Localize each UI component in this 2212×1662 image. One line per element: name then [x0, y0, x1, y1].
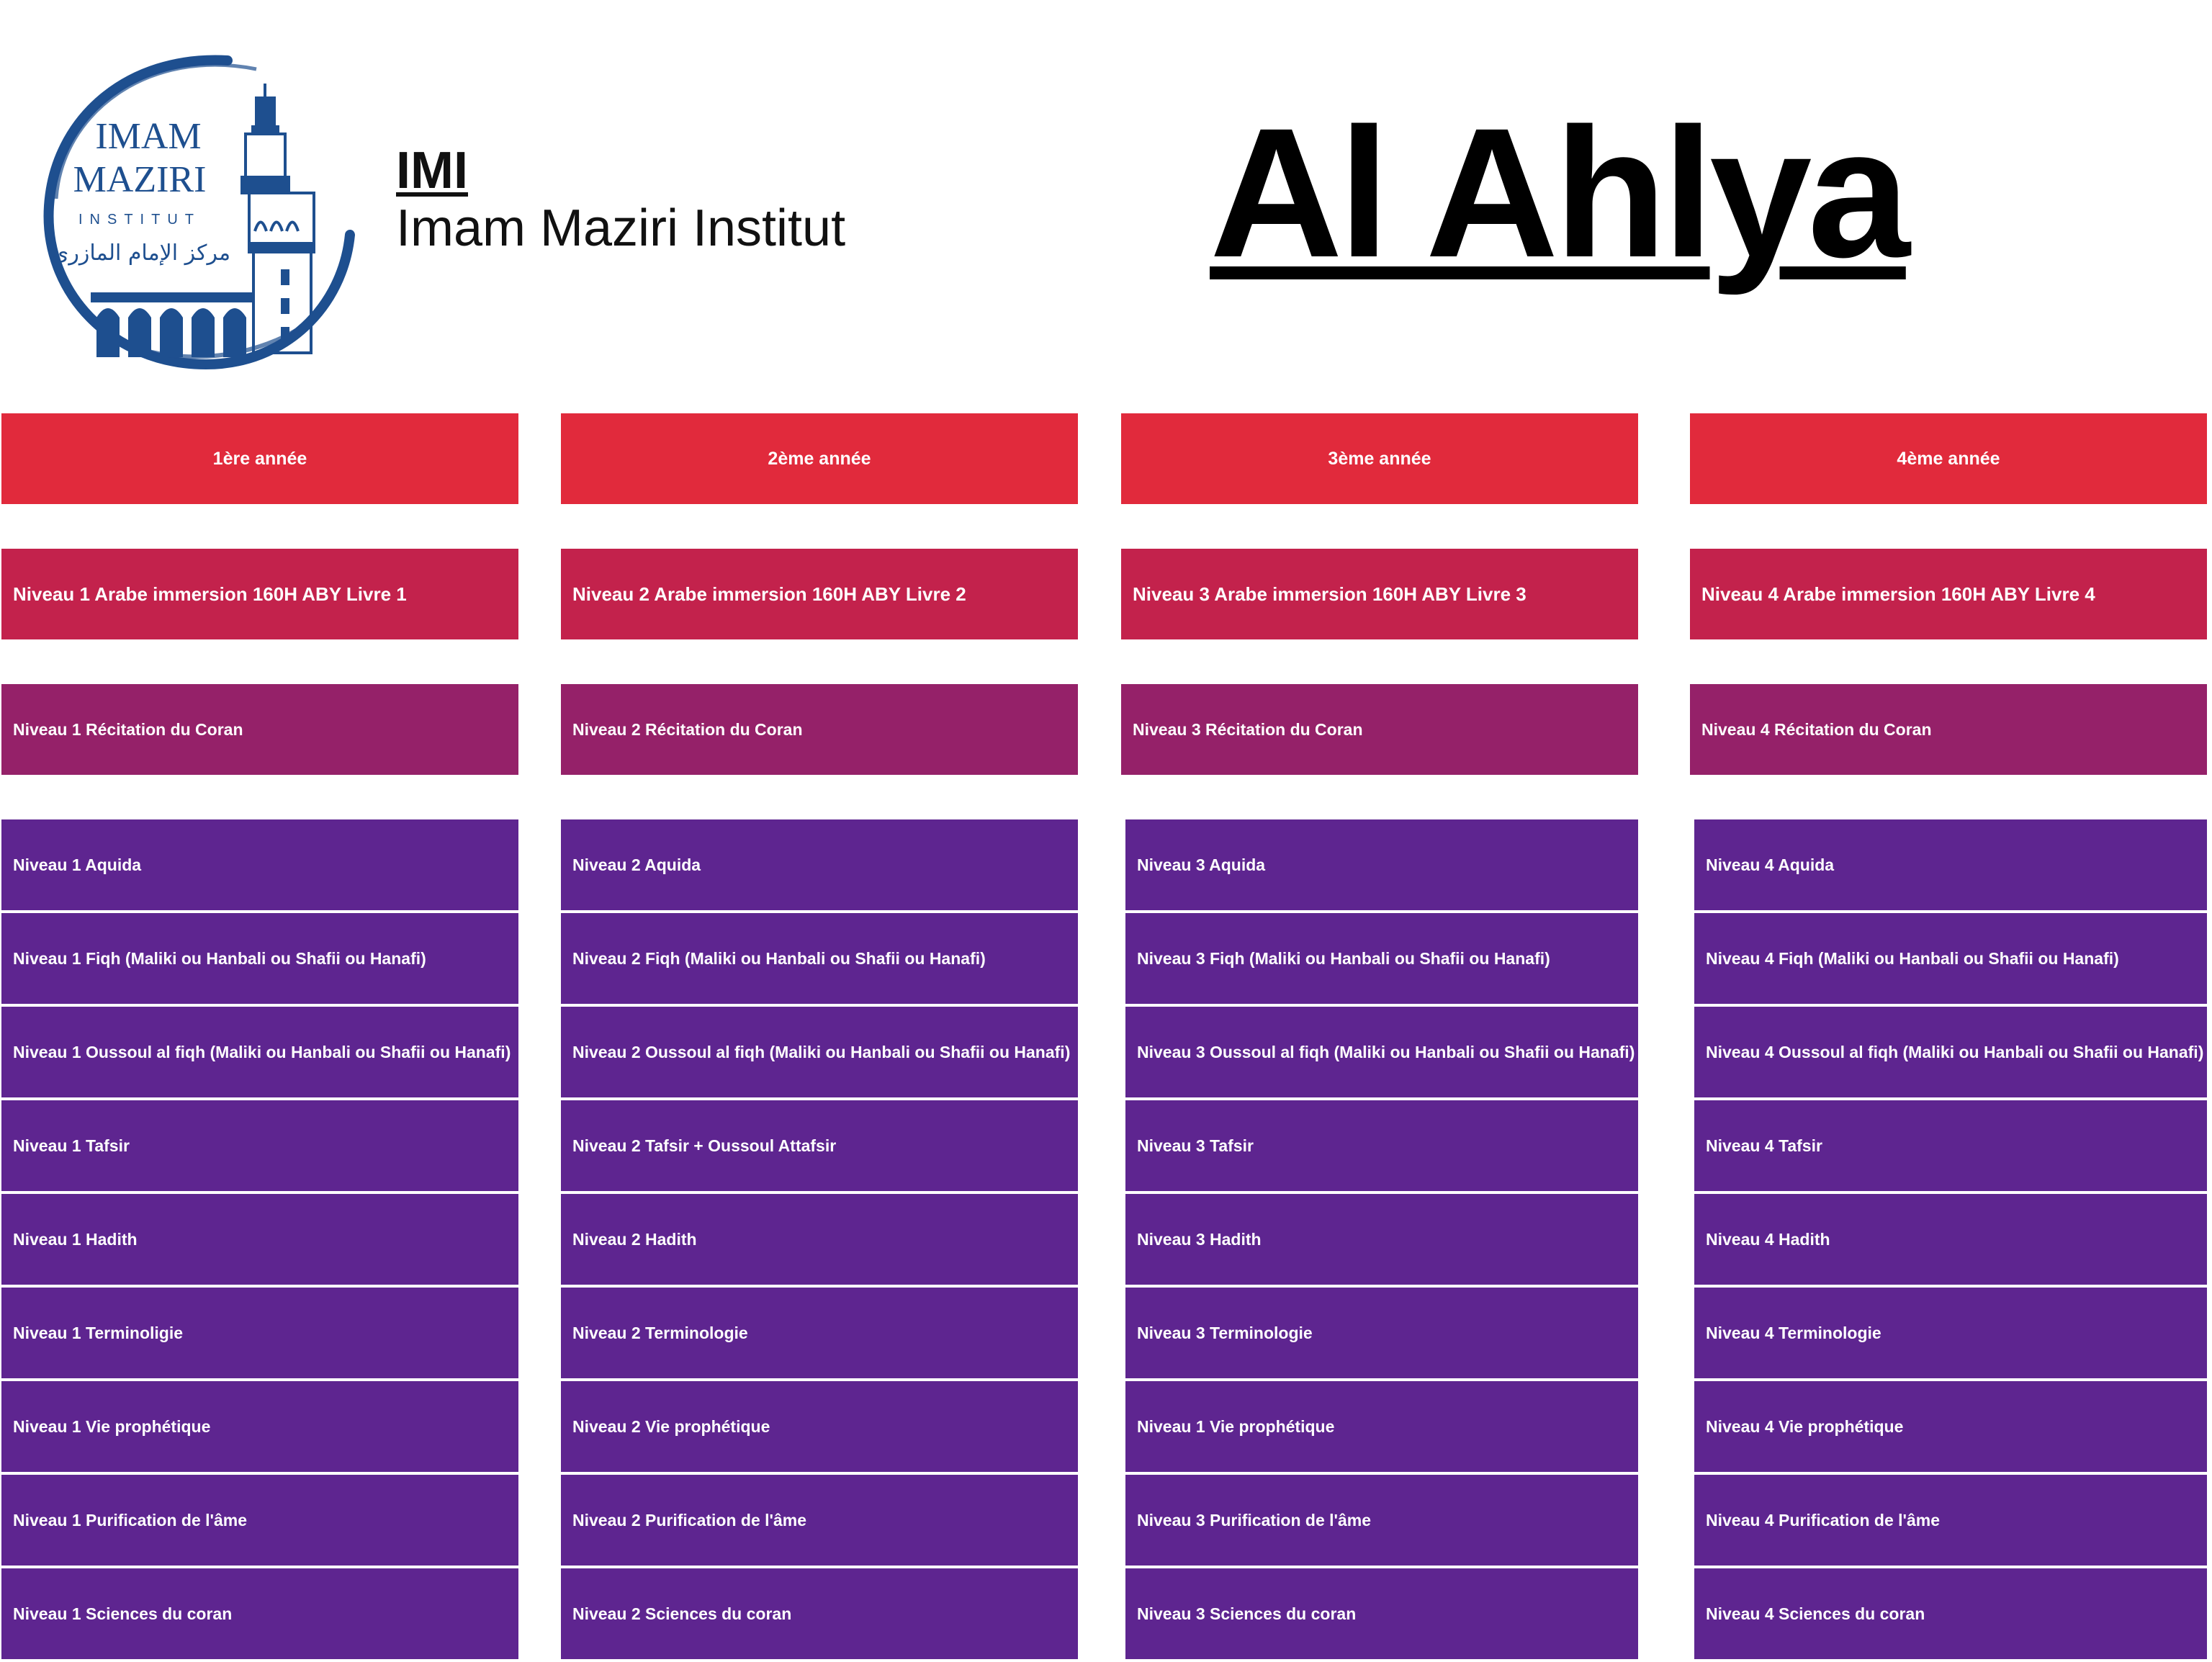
subject-item: Niveau 4 Purification de l'âme — [1694, 1475, 2207, 1566]
subject-item: Niveau 1 Vie prophétique — [1125, 1381, 1638, 1472]
year-header: 3ème année — [1121, 413, 1638, 504]
subject-item: Niveau 1 Aquida — [1, 819, 518, 910]
subject-item: Niveau 2 Hadith — [561, 1194, 1078, 1285]
coran-course: Niveau 4 Récitation du Coran — [1690, 684, 2207, 775]
subject-item: Niveau 3 Fiqh (Maliki ou Hanbali ou Shaf… — [1125, 913, 1638, 1004]
subject-item: Niveau 3 Purification de l'âme — [1125, 1475, 1638, 1566]
subject-item: Niveau 4 Oussoul al fiqh (Maliki ou Hanb… — [1694, 1007, 2207, 1097]
subject-item: Niveau 3 Sciences du coran — [1125, 1568, 1638, 1659]
subject-item: Niveau 3 Terminologie — [1125, 1288, 1638, 1378]
subject-item: Niveau 4 Vie prophétique — [1694, 1381, 2207, 1472]
subject-item: Niveau 4 Aquida — [1694, 819, 2207, 910]
subject-item: Niveau 1 Sciences du coran — [1, 1568, 518, 1659]
year-column-3: 3ème année Niveau 3 Arabe immersion 160H… — [1121, 413, 1638, 1662]
logo-text-arabic: مركز الإمام المازري — [52, 241, 230, 266]
arabic-course: Niveau 4 Arabe immersion 160H ABY Livre … — [1690, 549, 2207, 639]
subject-item: Niveau 3 Oussoul al fiqh (Maliki ou Hanb… — [1125, 1007, 1638, 1097]
arabic-course: Niveau 3 Arabe immersion 160H ABY Livre … — [1121, 549, 1638, 639]
year-header: 2ème année — [561, 413, 1078, 504]
year-column-4: 4ème année Niveau 4 Arabe immersion 160H… — [1690, 413, 2207, 1662]
subject-item: Niveau 1 Oussoul al fiqh (Maliki ou Hanb… — [1, 1007, 518, 1097]
subject-list: Niveau 1 Aquida Niveau 1 Fiqh (Maliki ou… — [1, 819, 518, 1659]
subject-item: Niveau 3 Tafsir — [1125, 1100, 1638, 1191]
subject-item: Niveau 1 Fiqh (Maliki ou Hanbali ou Shaf… — [1, 913, 518, 1004]
coran-course: Niveau 1 Récitation du Coran — [1, 684, 518, 775]
subject-list: Niveau 3 Aquida Niveau 3 Fiqh (Maliki ou… — [1125, 819, 1638, 1659]
subject-list: Niveau 2 Aquida Niveau 2 Fiqh (Maliki ou… — [561, 819, 1078, 1659]
subject-item: Niveau 1 Vie prophétique — [1, 1381, 518, 1472]
imam-maziri-logo: IMAM MAZIRI INSTITUT مركز الإمام المازري — [43, 55, 355, 370]
page-title: Al Ahlya — [1210, 90, 1910, 296]
coran-course: Niveau 3 Récitation du Coran — [1121, 684, 1638, 775]
year-header: 4ème année — [1690, 413, 2207, 504]
subject-item: Niveau 4 Sciences du coran — [1694, 1568, 2207, 1659]
logo-text-imam: IMAM — [95, 116, 201, 157]
brand-abbreviation: IMI — [396, 142, 468, 199]
subject-item: Niveau 2 Purification de l'âme — [561, 1475, 1078, 1566]
subject-item: Niveau 3 Hadith — [1125, 1194, 1638, 1285]
arabic-course: Niveau 2 Arabe immersion 160H ABY Livre … — [561, 549, 1078, 639]
subject-item: Niveau 1 Purification de l'âme — [1, 1475, 518, 1566]
brand-block: IMI Imam Maziri Institut — [396, 142, 846, 257]
subject-item: Niveau 2 Aquida — [561, 819, 1078, 910]
subject-item: Niveau 2 Tafsir + Oussoul Attafsir — [561, 1100, 1078, 1191]
subject-item: Niveau 2 Terminologie — [561, 1288, 1078, 1378]
subject-item: Niveau 4 Tafsir — [1694, 1100, 2207, 1191]
arcade-icon — [91, 292, 253, 357]
coran-course: Niveau 2 Récitation du Coran — [561, 684, 1078, 775]
subject-item: Niveau 4 Hadith — [1694, 1194, 2207, 1285]
subject-item: Niveau 2 Vie prophétique — [561, 1381, 1078, 1472]
subject-item: Niveau 1 Hadith — [1, 1194, 518, 1285]
subject-item: Niveau 1 Terminoligie — [1, 1288, 518, 1378]
subject-item: Niveau 4 Terminologie — [1694, 1288, 2207, 1378]
brand-name: Imam Maziri Institut — [396, 199, 846, 257]
year-header: 1ère année — [1, 413, 518, 504]
subject-item: Niveau 2 Sciences du coran — [561, 1568, 1078, 1659]
minaret-icon — [240, 84, 315, 354]
subject-list: Niveau 4 Aquida Niveau 4 Fiqh (Maliki ou… — [1694, 819, 2207, 1659]
subject-item: Niveau 2 Fiqh (Maliki ou Hanbali ou Shaf… — [561, 913, 1078, 1004]
subject-item: Niveau 2 Oussoul al fiqh (Maliki ou Hanb… — [561, 1007, 1078, 1097]
subject-item: Niveau 3 Aquida — [1125, 819, 1638, 910]
subject-item: Niveau 1 Tafsir — [1, 1100, 518, 1191]
subject-item: Niveau 4 Fiqh (Maliki ou Hanbali ou Shaf… — [1694, 913, 2207, 1004]
arabic-course: Niveau 1 Arabe immersion 160H ABY Livre … — [1, 549, 518, 639]
year-column-1: 1ère année Niveau 1 Arabe immersion 160H… — [1, 413, 518, 1662]
logo-text-institut: INSTITUT — [78, 212, 201, 228]
year-column-2: 2ème année Niveau 2 Arabe immersion 160H… — [561, 413, 1078, 1662]
logo-text-maziri: MAZIRI — [73, 159, 207, 200]
